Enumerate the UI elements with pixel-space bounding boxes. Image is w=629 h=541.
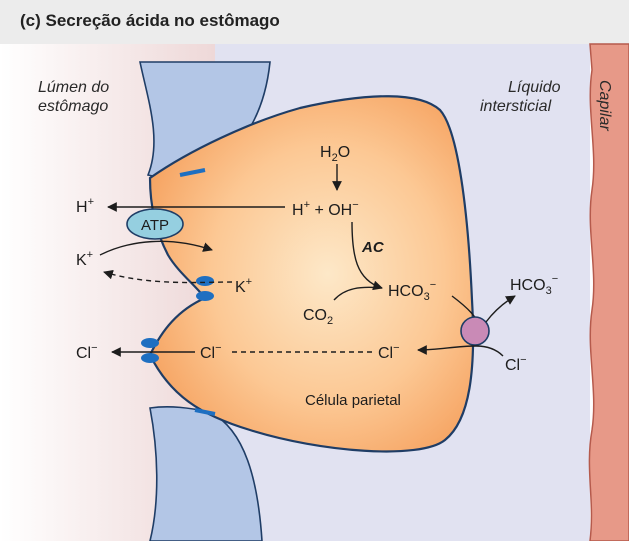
interstitial-label-line1: Líquido — [508, 79, 561, 96]
lumen-label-line2: estômago — [38, 98, 108, 115]
title-bar: (c) Secreção ácida no estômago — [0, 0, 629, 44]
capillary-label: Capilar — [596, 80, 613, 131]
chloride-cell-right-label: Cl− — [378, 342, 400, 362]
chloride-cell-left-label: Cl− — [200, 342, 222, 362]
co2-label: CO2 — [303, 307, 333, 327]
k-plus-lumen-label: K+ — [76, 249, 93, 269]
oh-to-bicarbonate-arrow — [351, 221, 383, 291]
chloride-bicarbonate-exchanger — [460, 316, 490, 346]
water-label: H2O — [320, 144, 350, 164]
carbonic-anhydrase-label: AC — [361, 239, 385, 256]
lumen-label-line1: Lúmen do — [38, 79, 109, 96]
bicarbonate-out-label: HCO3− — [510, 273, 558, 297]
parietal-cell-label: Célula parietal — [305, 392, 401, 409]
chloride-interstitial-label: Cl− — [505, 354, 527, 374]
interstitial-label-line2: intersticial — [480, 98, 552, 115]
atp-label: ATP — [141, 217, 169, 234]
co2-input-curve — [333, 286, 383, 301]
k-plus-cell-label: K+ — [235, 276, 252, 296]
chloride-lumen-label: Cl− — [76, 342, 98, 362]
k-channel — [196, 276, 214, 301]
h-plus-lumen-label: H+ — [76, 196, 94, 216]
figure-title: (c) Secreção ácida no estômago — [20, 11, 280, 30]
k-plus-recycling-arrow — [103, 269, 233, 284]
neighbor-cell-bottom — [149, 405, 263, 541]
bicarbonate-efflux-arrow — [485, 295, 516, 323]
k-plus-uptake-arrow — [99, 240, 213, 256]
h-k-atpase-pump: ATP — [126, 208, 184, 240]
tight-junction-bottom — [194, 408, 216, 416]
capillary-wall — [588, 43, 629, 541]
h-plus-oh-label: H+ + OH− — [292, 199, 359, 219]
chloride-channel — [141, 338, 159, 363]
chloride-influx-arrow — [417, 345, 504, 357]
tight-junction-top — [179, 168, 206, 177]
bicarbonate-cell-label: HCO3− — [388, 279, 436, 303]
